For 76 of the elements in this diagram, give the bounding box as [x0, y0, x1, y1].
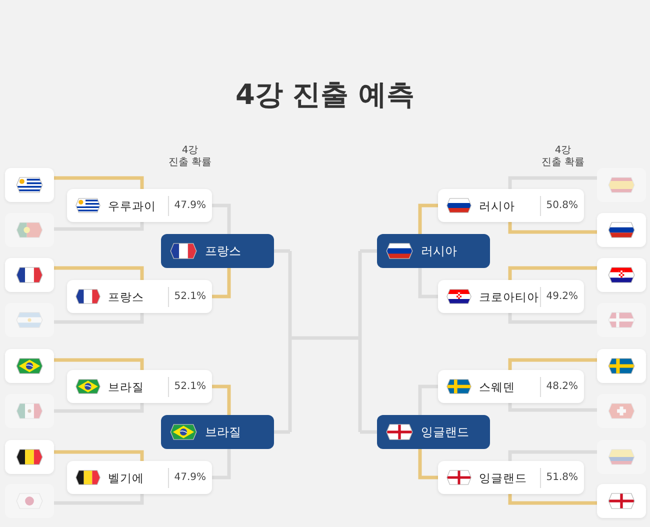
flag-tile	[5, 303, 54, 337]
probability-value: 52.1%	[168, 286, 206, 306]
bracket-line	[508, 266, 597, 280]
team-card	[67, 370, 212, 403]
bracket-line	[508, 403, 597, 412]
flag-tile	[5, 213, 54, 247]
column-header: 4강 진출 확률	[168, 145, 212, 169]
probability-value: 51.8%	[540, 468, 578, 488]
flag-tile	[597, 168, 646, 202]
bracket-line	[54, 176, 144, 189]
bracket-line	[508, 222, 597, 234]
bracket-line	[508, 494, 597, 505]
bracket-line	[54, 403, 144, 413]
bracket-line	[54, 222, 144, 231]
team-card	[67, 280, 212, 313]
bracket-line	[54, 450, 144, 461]
flag-tile	[5, 484, 54, 518]
bracket-line	[54, 494, 144, 505]
bracket-line	[418, 204, 438, 234]
bracket-line	[418, 449, 438, 480]
team-name: 러시아	[479, 198, 515, 214]
flag-tile	[597, 213, 646, 247]
bracket-line	[54, 266, 144, 280]
bracket-line	[508, 313, 597, 324]
team-card	[438, 461, 584, 494]
flag-tile	[5, 168, 54, 202]
bracket-line	[272, 249, 379, 434]
flag-tile	[5, 349, 54, 383]
probability-value: 48.2%	[540, 376, 578, 396]
bracket-line	[54, 313, 144, 324]
bracket-line	[508, 358, 597, 370]
team-box	[377, 415, 490, 449]
team-box	[377, 234, 490, 268]
flag-tile	[597, 394, 646, 428]
bracket-line	[212, 268, 231, 298]
team-name: 프랑스	[108, 288, 144, 304]
team-name: 잉글랜드	[479, 470, 527, 486]
bracket-line	[508, 176, 597, 189]
probability-value: 50.8%	[540, 196, 578, 216]
bracket-line	[212, 204, 231, 234]
bracket-line	[212, 449, 231, 480]
bracket-line	[508, 450, 597, 461]
column-header: 4강 진출 확률	[541, 145, 585, 169]
probability-value: 49.2%	[540, 286, 578, 306]
team-card	[67, 189, 212, 222]
flag-tile	[597, 258, 646, 292]
team-card	[67, 461, 212, 494]
flag-tile	[5, 394, 54, 428]
team-name: 벨기에	[108, 470, 144, 486]
bracket-line	[54, 358, 144, 370]
bracket-line	[212, 384, 231, 415]
team-name: 프랑스	[205, 243, 241, 259]
bracket-line	[418, 268, 438, 298]
flag-tile	[5, 440, 54, 474]
probability-value: 52.1%	[168, 376, 206, 396]
team-card	[438, 189, 584, 222]
team-card	[438, 370, 584, 403]
team-name: 크로아티아	[479, 288, 539, 304]
flag-tile	[597, 303, 646, 337]
team-card	[438, 280, 584, 313]
flag-tile	[597, 440, 646, 474]
team-name: 러시아	[421, 243, 457, 259]
team-name: 잉글랜드	[421, 424, 469, 440]
flag-tile	[597, 484, 646, 518]
team-name: 우루과이	[108, 198, 156, 214]
title: 4강 진출 예측	[236, 77, 414, 113]
team-box	[161, 234, 274, 268]
flag-tile	[597, 349, 646, 383]
team-box	[161, 415, 274, 449]
probability-value: 47.9%	[168, 468, 206, 488]
bracket-line	[418, 384, 438, 415]
flag-tile	[5, 258, 54, 292]
team-name: 브라질	[108, 378, 144, 394]
team-name: 브라질	[205, 424, 241, 440]
probability-value: 47.9%	[168, 196, 206, 216]
team-name: 스웨덴	[479, 378, 515, 394]
